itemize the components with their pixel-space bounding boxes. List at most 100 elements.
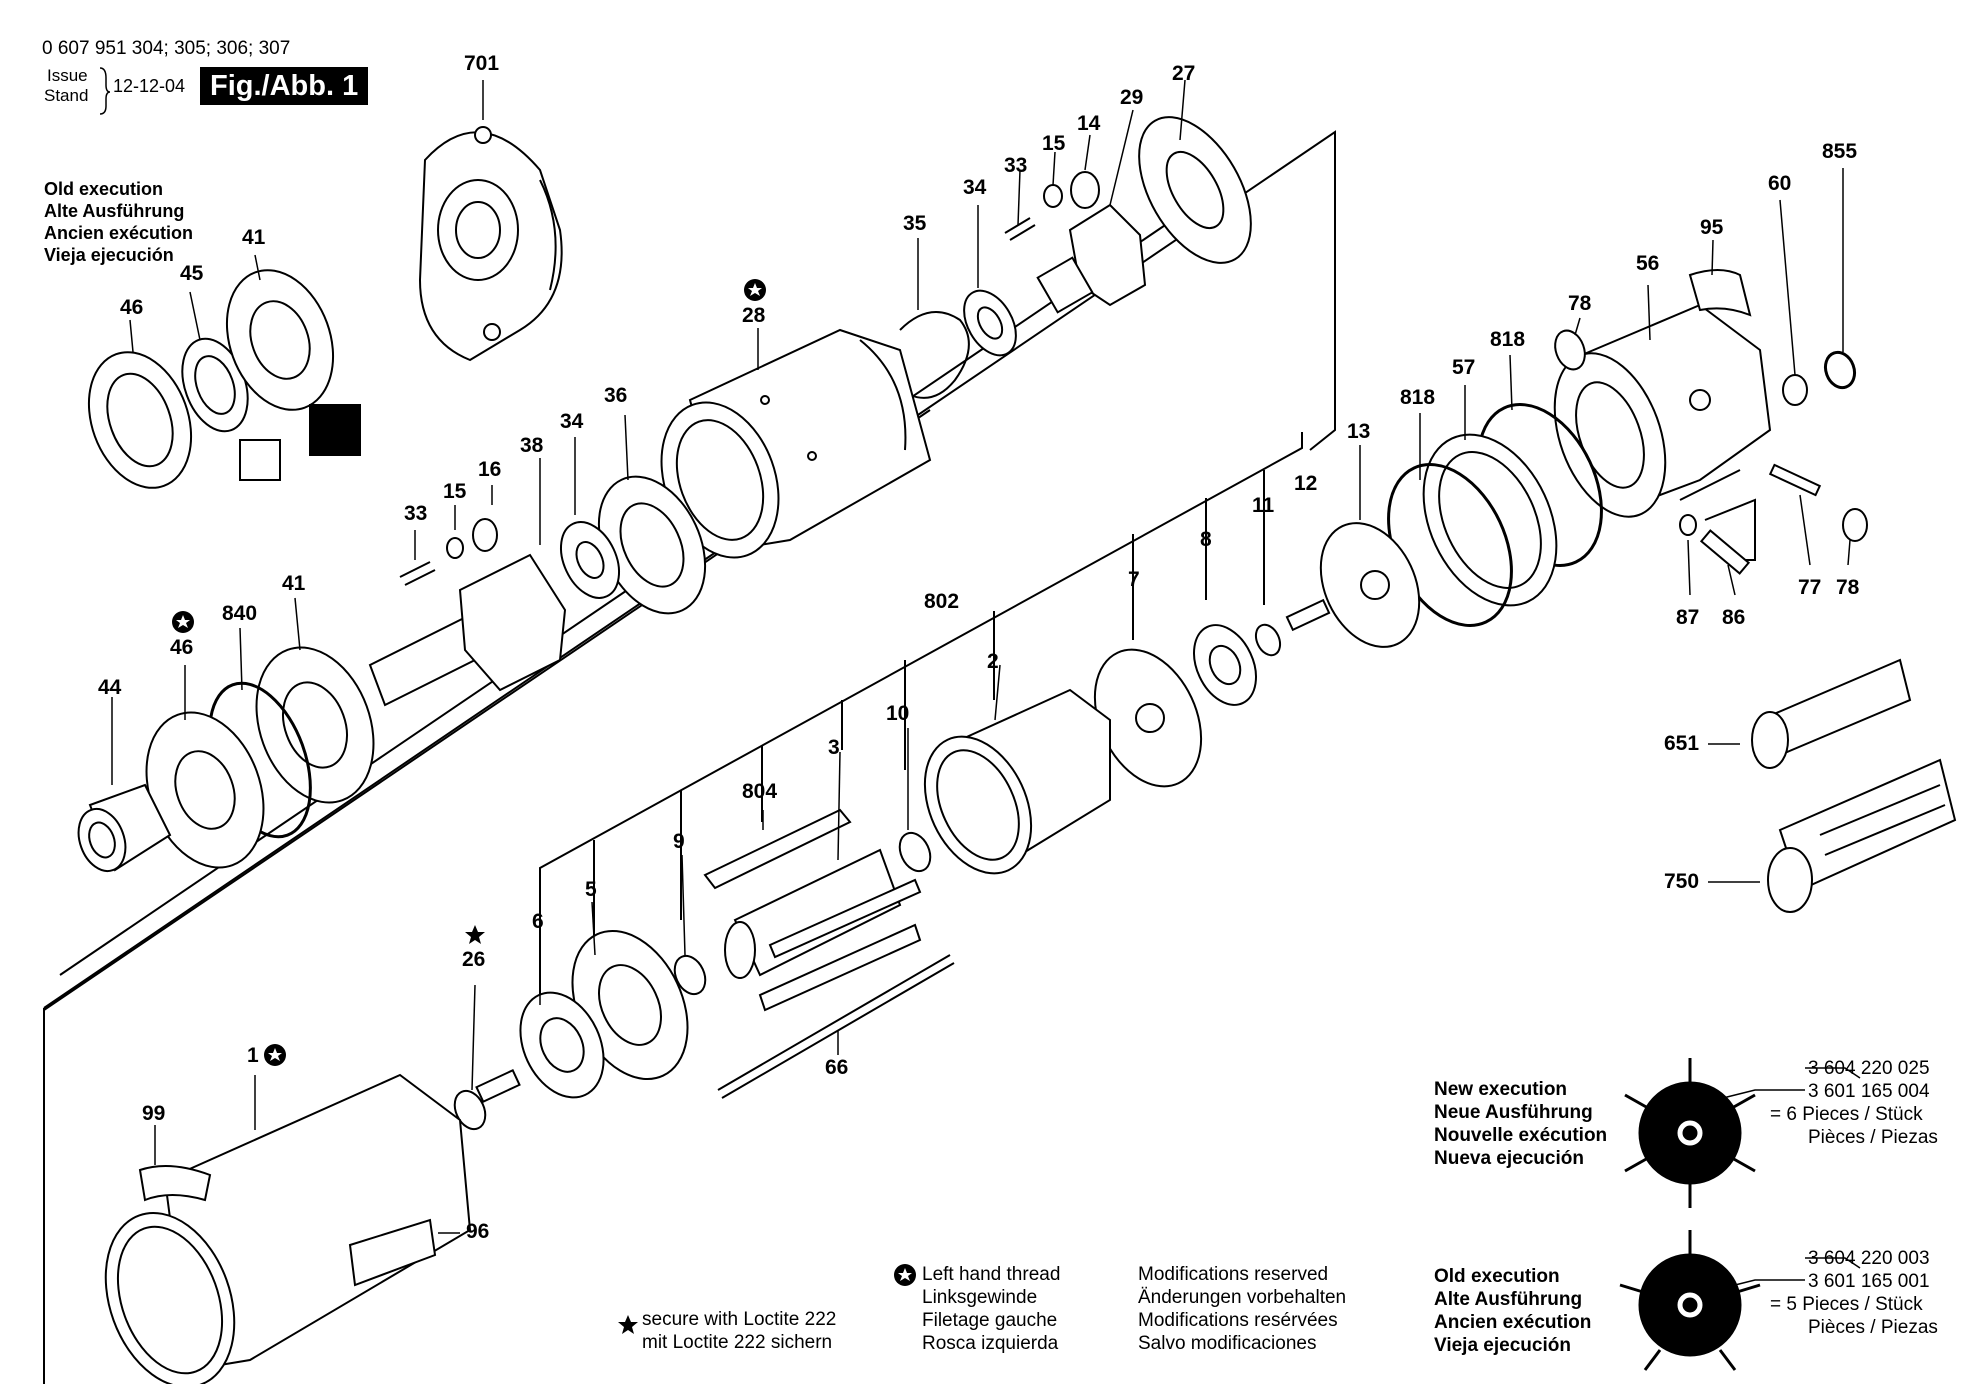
label-38: 38: [520, 434, 544, 457]
old-exec-qty-1: = 5 Pieces / Stück: [1770, 1294, 1923, 1315]
label-701: 701: [464, 52, 500, 75]
label-9: 9: [673, 830, 685, 853]
label-802: 802: [924, 590, 960, 613]
label-34-left: 34: [560, 410, 584, 433]
old-exec-part-b: 3 601 165 001: [1808, 1271, 1930, 1292]
part-855-oring: [1823, 350, 1857, 390]
label-77: 77: [1798, 576, 1822, 599]
old-exec-bottom-fr: Ancien exécution: [1434, 1312, 1592, 1333]
label-840: 840: [222, 602, 258, 625]
label-29: 29: [1120, 86, 1144, 109]
left-hand-thread-star-icon-legend: [894, 1264, 916, 1286]
label-651: 651: [1664, 732, 1700, 755]
label-34-top: 34: [963, 176, 987, 199]
label-96: 96: [466, 1220, 490, 1243]
left-hand-fr: Filetage gauche: [922, 1310, 1058, 1331]
part-12-screw: [1285, 598, 1331, 632]
new-exec-part-a: 3 604 220 025: [1808, 1058, 1930, 1079]
left-hand-thread-star-icon-1: [264, 1044, 286, 1066]
issue-label: Issue: [47, 66, 88, 85]
label-78-bottom: 78: [1836, 576, 1860, 599]
part-99-label: [138, 1165, 212, 1202]
modifications-legend: Modifications reserved Änderungen vorbeh…: [1138, 1263, 1346, 1355]
part-60-screen: [1782, 374, 1808, 406]
new-execution-nozzle-icon: [1624, 1058, 1756, 1208]
label-6: 6: [532, 910, 544, 933]
issue-stand-brace: [99, 67, 111, 115]
new-exec-qty-2: Pièces / Piezas: [1808, 1127, 1938, 1148]
leader-lines: [111, 79, 1861, 1291]
label-33-top: 33: [1004, 154, 1028, 177]
label-5: 5: [585, 878, 597, 901]
part-38-spindle: [368, 518, 567, 707]
label-750: 750: [1664, 870, 1700, 893]
label-15-left: 15: [443, 480, 467, 503]
modifications-es: Salvo modificaciones: [1138, 1333, 1317, 1354]
stand-label: Stand: [44, 86, 89, 105]
label-1: 1: [247, 1044, 259, 1067]
old-exec-bottom-de: Alte Ausführung: [1434, 1289, 1583, 1310]
part-9-ring: [673, 954, 707, 996]
part-41-bearing-lower: [255, 646, 375, 804]
label-44: 44: [98, 676, 122, 699]
issue-date: 12-12-04: [113, 76, 186, 96]
left-hand-es: Rosca izquierda: [922, 1333, 1059, 1354]
part-35-circlip: [899, 311, 970, 399]
label-8: 8: [1200, 528, 1212, 551]
left-hand-en: Left hand thread: [922, 1264, 1061, 1285]
left-hand-thread-star-icon-46: [172, 611, 194, 633]
loctite-star-icon-26: [465, 925, 485, 944]
part-750-silencer: [1767, 758, 1957, 913]
new-exec-part-b: 3 601 165 004: [1808, 1081, 1930, 1102]
new-execution-text: New execution Neue Ausführung Nouvelle e…: [1434, 1078, 1607, 1170]
label-27: 27: [1172, 62, 1196, 85]
part-96-label: [348, 1218, 437, 1287]
new-exec-de: Neue Ausführung: [1434, 1102, 1593, 1123]
label-45: 45: [180, 262, 204, 285]
label-87: 87: [1676, 606, 1700, 629]
label-3: 3: [828, 736, 840, 759]
modifications-en: Modifications reserved: [1138, 1264, 1329, 1285]
label-46-left: 46: [170, 636, 194, 659]
modifications-fr: Modifications resérvées: [1138, 1310, 1338, 1331]
old-execution-bottom-text: Old execution Alte Ausführung Ancien exé…: [1434, 1265, 1591, 1357]
label-57: 57: [1452, 356, 1476, 379]
label-818-lower: 818: [1400, 386, 1436, 409]
label-33-left: 33: [404, 502, 428, 525]
label-78-top: 78: [1568, 292, 1592, 315]
label-86: 86: [1722, 606, 1746, 629]
old-exec-bottom-en: Old execution: [1434, 1266, 1560, 1287]
part-78-plug-b: [1842, 508, 1868, 542]
new-exec-en: New execution: [1434, 1079, 1568, 1100]
label-14: 14: [1077, 112, 1101, 135]
label-804: 804: [742, 780, 778, 803]
label-41-top: 41: [242, 226, 266, 249]
loctite-legend: secure with Loctite 222 mit Loctite 222 …: [642, 1308, 836, 1354]
modifications-de: Änderungen vorbehalten: [1138, 1287, 1347, 1308]
old-exec-part-a: 3 604 220 003: [1808, 1248, 1930, 1269]
old-exec-qty-2: Pièces / Piezas: [1808, 1317, 1938, 1338]
part-2-cylinder: [923, 688, 1111, 875]
old-exec-top-en: Old execution: [44, 179, 164, 199]
label-16: 16: [478, 458, 502, 481]
label-36: 36: [604, 384, 628, 407]
part-11-washer: [1254, 623, 1282, 657]
new-exec-qty-1: = 6 Pieces / Stück: [1770, 1104, 1923, 1125]
old-exec-top-fr: Ancien exécution: [44, 223, 194, 243]
label-95: 95: [1700, 216, 1724, 239]
part-701-flange: [418, 126, 563, 362]
label-13: 13: [1347, 420, 1371, 443]
left-hand-de: Linksgewinde: [922, 1287, 1038, 1308]
figure-label: Fig./Abb. 1: [200, 67, 369, 105]
part-13-end-plate: [1319, 522, 1421, 648]
loctite-star-icon-legend: [618, 1315, 638, 1334]
label-56: 56: [1636, 252, 1660, 275]
part-57-ring: [1422, 433, 1558, 607]
part-46-nut: [145, 711, 265, 869]
part-34b-washer: [559, 521, 621, 599]
part-10-ring: [898, 831, 932, 873]
part-29-rotor: [1004, 171, 1147, 314]
label-11: 11: [1252, 494, 1275, 517]
part-8-bearing: [1193, 624, 1257, 706]
left-hand-thread-star-icon-28: [744, 279, 766, 301]
